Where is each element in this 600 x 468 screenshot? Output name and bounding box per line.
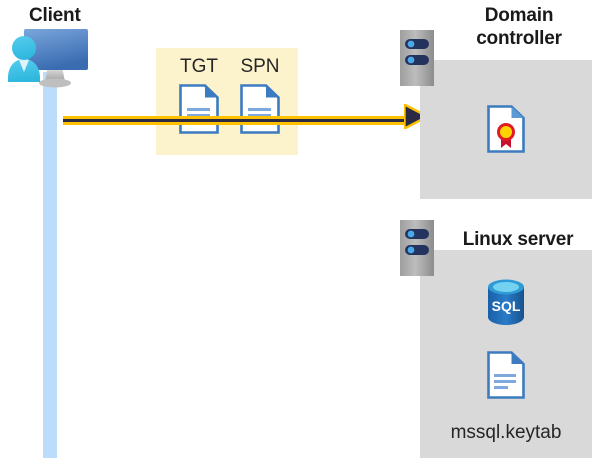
request-arrow-line <box>63 112 411 125</box>
tgt-document-icon <box>179 84 219 134</box>
sql-database-icon: SQL <box>484 278 528 326</box>
keytab-document-icon <box>487 351 525 399</box>
domain-controller-title: Domain controller <box>444 4 594 50</box>
linux-server-title: Linux server <box>462 229 574 250</box>
client-lifeline <box>43 72 57 458</box>
spn-document-icon <box>240 84 280 134</box>
domain-controller-server-rack-icon <box>400 30 434 86</box>
request-arrow-head <box>403 102 431 131</box>
svg-text:SQL: SQL <box>492 298 521 314</box>
tgt-label: TGT <box>180 56 218 77</box>
certificate-document-icon <box>487 105 525 153</box>
domain-controller-title-line1: Domain <box>484 5 554 26</box>
linux-server-server-rack-icon <box>400 220 434 276</box>
client-user-monitor-icon <box>6 26 102 98</box>
keytab-filename-label: mssql.keytab <box>450 422 562 443</box>
domain-controller-title-line2: controller <box>476 28 562 49</box>
spn-label: SPN <box>240 56 280 77</box>
client-label: Client <box>29 5 81 26</box>
